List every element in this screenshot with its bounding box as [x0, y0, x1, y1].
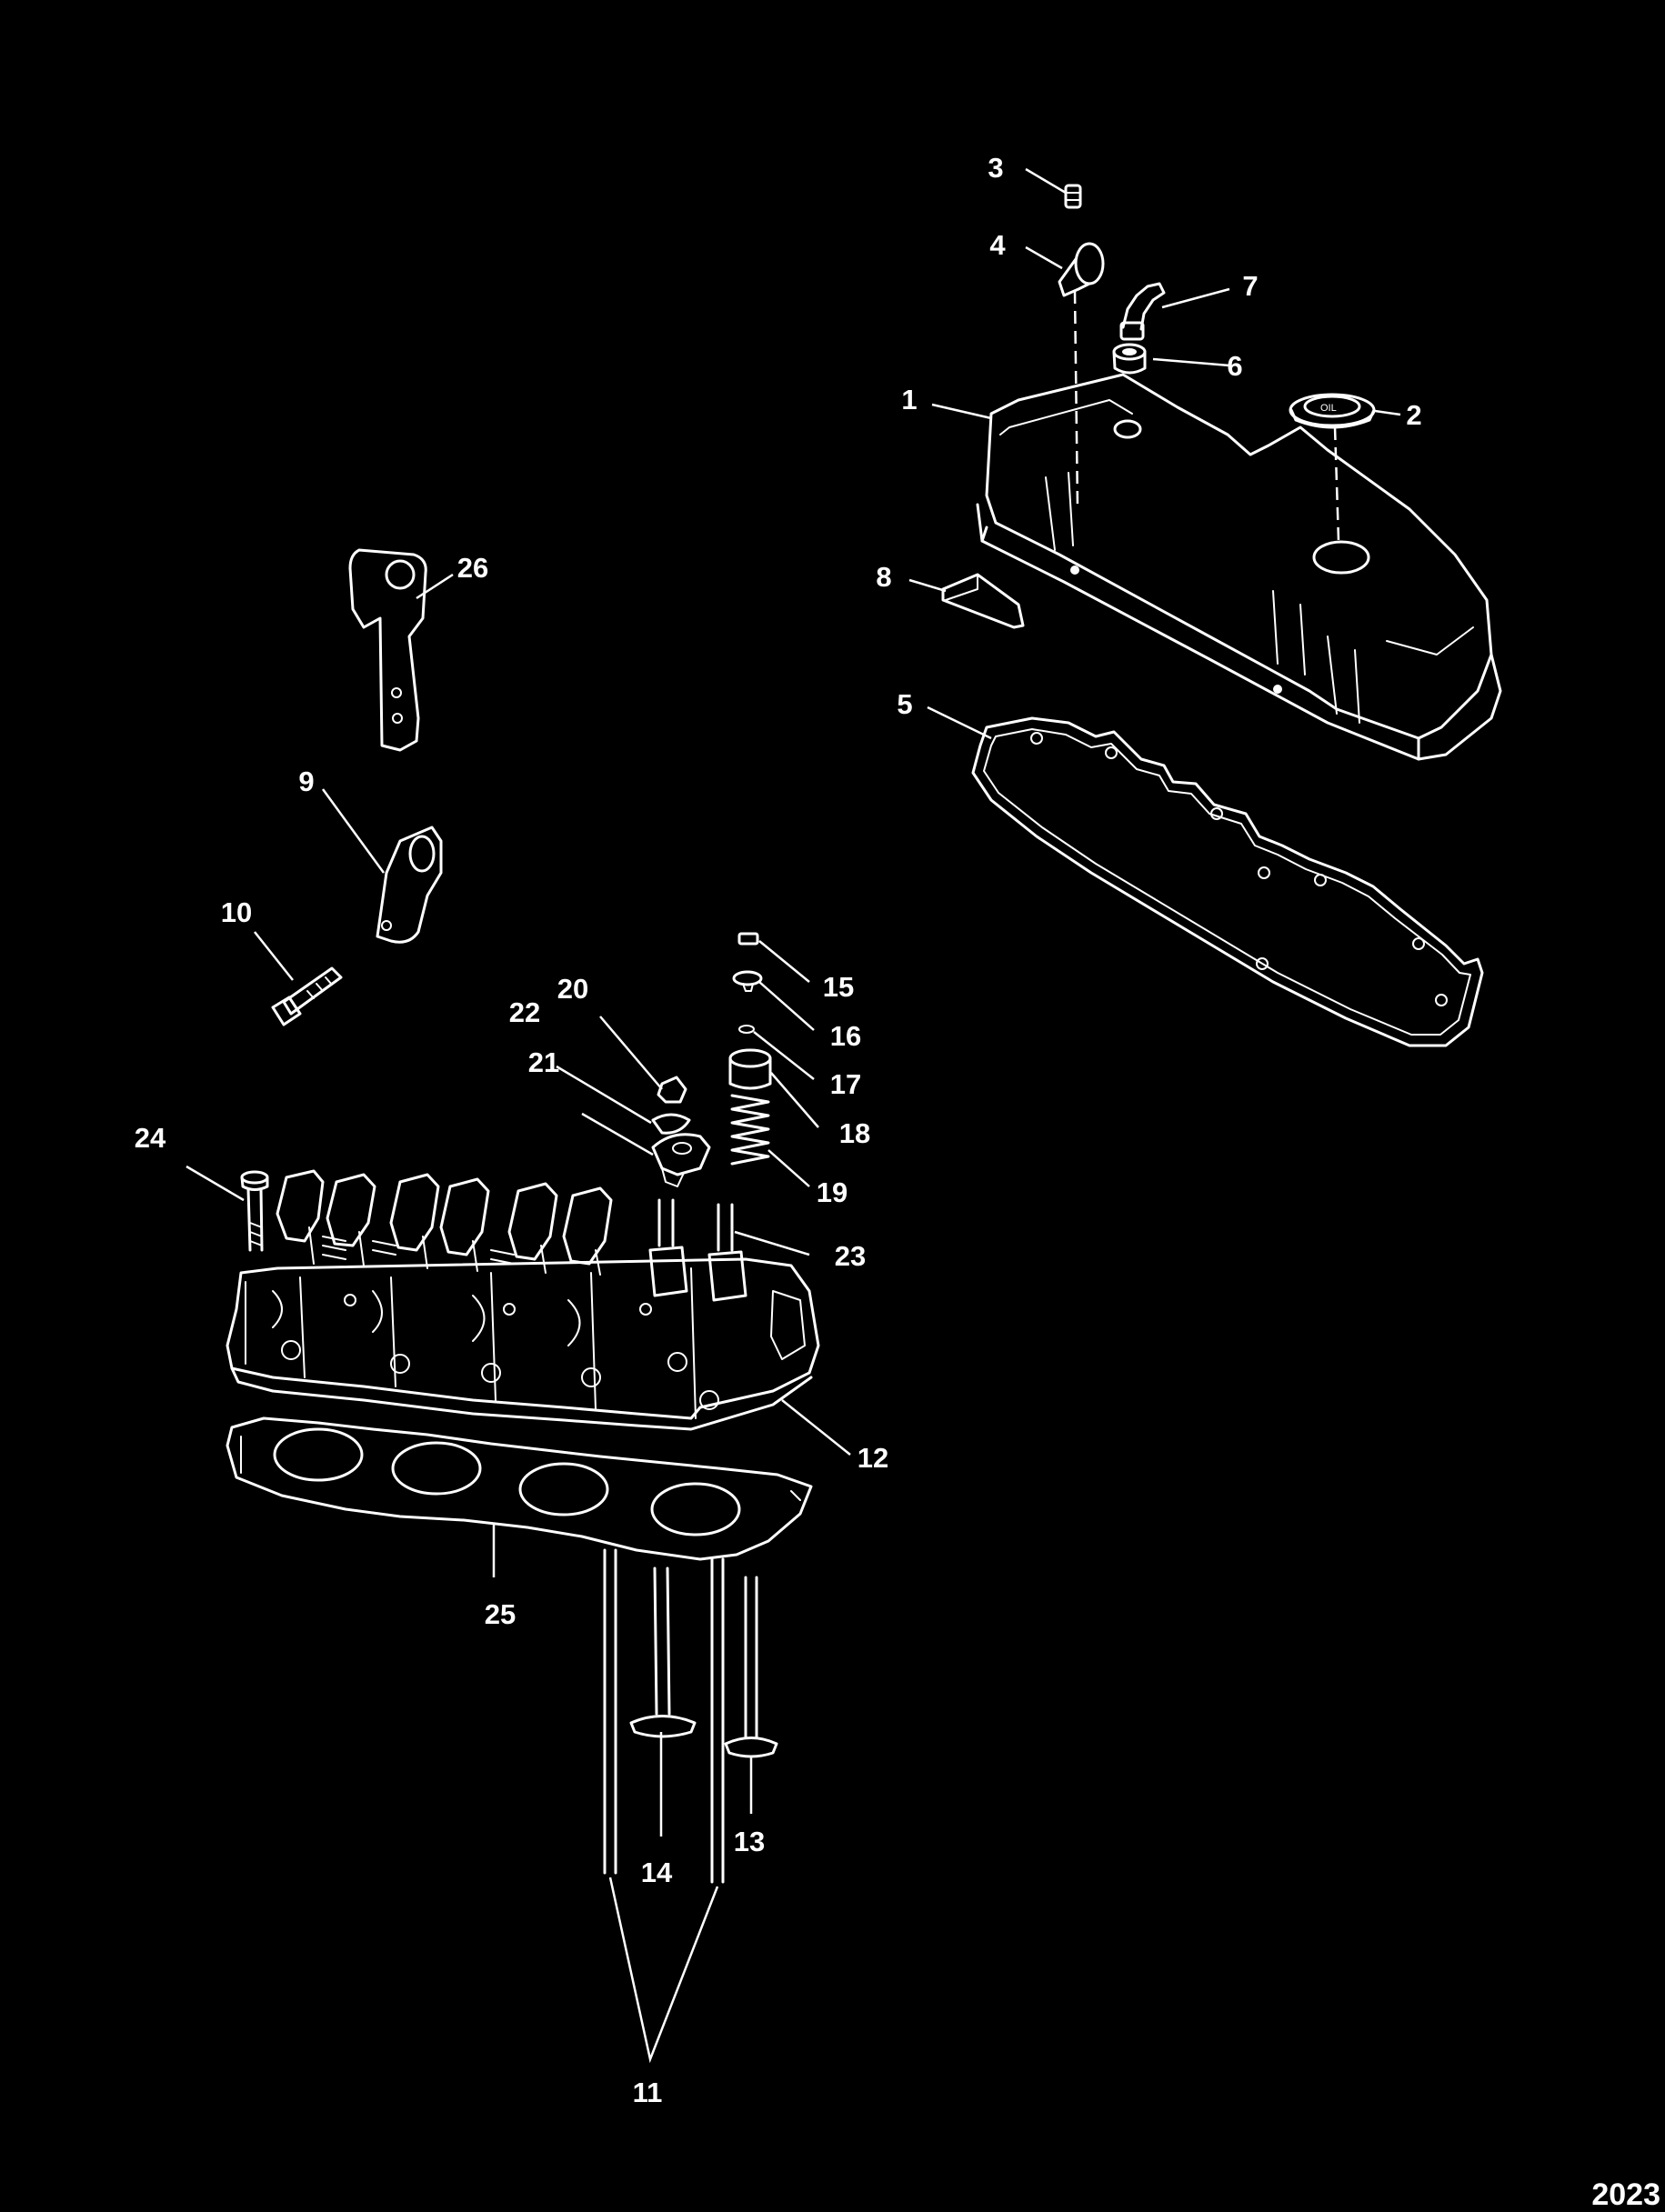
callout-numbers: 3 4 7 6 2 1 8 5 26 9 10 20 15 22 16 21 1… — [135, 152, 1422, 2108]
valve-cover — [976, 373, 1502, 761]
valve-spring-19 — [730, 1094, 770, 1166]
callout-23: 23 — [835, 1240, 866, 1272]
baffle-8 — [941, 573, 1025, 629]
intake-valve-14 — [629, 1566, 697, 1738]
callout-7: 7 — [1242, 270, 1258, 302]
callout-14: 14 — [641, 1857, 673, 1888]
valve-spring-retainer-16 — [732, 970, 763, 992]
cylinder-head-12 — [226, 1169, 820, 1431]
cover-gasket-5 — [971, 716, 1484, 1047]
callout-18: 18 — [839, 1117, 870, 1149]
callout-15: 15 — [823, 971, 854, 1003]
callout-8: 8 — [876, 561, 891, 593]
clip-4 — [1058, 242, 1105, 510]
callout-17: 17 — [830, 1068, 861, 1100]
oil-seal-17 — [738, 1025, 755, 1034]
rocker-nut-20 — [657, 1076, 687, 1104]
callout-1: 1 — [901, 384, 917, 415]
callout-3: 3 — [988, 152, 1003, 184]
callout-26: 26 — [457, 552, 488, 584]
lift-bracket-9 — [376, 826, 443, 944]
exhaust-valve-13 — [724, 1576, 778, 1758]
rocker-arm-21 — [651, 1133, 711, 1187]
callout-5: 5 — [897, 688, 912, 720]
callout-9: 9 — [298, 766, 314, 797]
callout-11: 11 — [633, 2077, 663, 2108]
callout-25: 25 — [485, 1598, 516, 1630]
grommet-6 — [1112, 343, 1147, 375]
pcv-fitting-7 — [1119, 282, 1166, 341]
callout-2: 2 — [1406, 399, 1421, 431]
leader-lines — [186, 167, 1401, 1837]
callout-13: 13 — [734, 1826, 765, 1857]
callout-21: 21 — [528, 1046, 559, 1078]
callout-4: 4 — [989, 229, 1006, 261]
rocker-ball-22 — [651, 1113, 691, 1135]
callout-12: 12 — [858, 1442, 888, 1474]
lift-bracket-26 — [348, 548, 427, 752]
head-bolt-24 — [240, 1170, 269, 1252]
head-gasket-25 — [226, 1416, 813, 1561]
pushrods-11 — [603, 1548, 725, 2064]
valve-stem-seal-18 — [728, 1048, 772, 1090]
callout-6: 6 — [1227, 350, 1242, 382]
callout-10: 10 — [221, 896, 252, 928]
callout-22: 22 — [509, 996, 540, 1028]
figure-reference-number: 2023 — [1591, 2177, 1660, 2212]
callout-16: 16 — [830, 1020, 861, 1052]
oil-cap-label: OIL — [1320, 403, 1337, 414]
valve-keeper-15 — [737, 932, 759, 946]
bolt-10 — [271, 966, 343, 1026]
screw-3 — [1064, 184, 1082, 209]
callout-24: 24 — [135, 1122, 166, 1154]
oil-fill-cap: OIL — [1289, 393, 1376, 542]
callout-20: 20 — [557, 973, 588, 1005]
callout-19: 19 — [817, 1176, 848, 1208]
